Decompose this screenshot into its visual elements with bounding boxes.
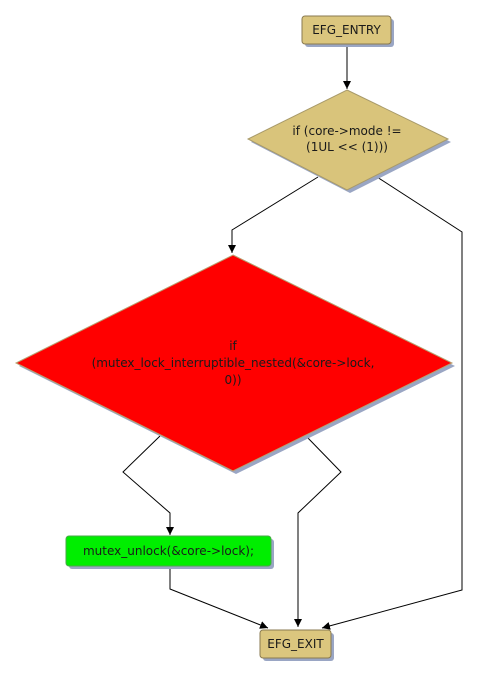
entry-node: EFG_ENTRY bbox=[301, 15, 394, 47]
mode-check-diamond bbox=[246, 89, 450, 191]
unlock-node-label: mutex_unlock(&core->lock); bbox=[83, 544, 254, 558]
lock-check-label-line-1: if bbox=[229, 339, 237, 353]
unlock-node-box bbox=[65, 535, 272, 567]
exit-node-box bbox=[259, 629, 332, 659]
edge-mode-check-to-exit bbox=[321, 176, 463, 630]
mode-check-label-line-2: (1UL << (1))) bbox=[306, 140, 388, 154]
lock-check-node: if (mutex_lock_interruptible_nested(&cor… bbox=[14, 254, 455, 474]
exit-node: EFG_EXIT bbox=[259, 629, 334, 661]
entry-node-label: EFG_ENTRY bbox=[312, 23, 381, 37]
lock-check-label-line-3: 0)) bbox=[225, 373, 242, 387]
lock-check-diamond bbox=[14, 254, 454, 472]
edge-lock-check-to-unlock bbox=[122, 435, 174, 535]
edges bbox=[122, 45, 463, 630]
edge-lock-check-to-exit bbox=[294, 435, 342, 627]
entry-node-box bbox=[301, 15, 392, 45]
mode-check-node: if (core->mode != (1UL << (1))) bbox=[246, 89, 451, 193]
exit-node-label: EFG_EXIT bbox=[267, 637, 324, 651]
edge-unlock-to-exit bbox=[169, 566, 269, 629]
lock-check-label-line-2: (mutex_lock_interruptible_nested(&core->… bbox=[92, 356, 375, 370]
mode-check-label-line-1: if (core->mode != bbox=[292, 124, 401, 138]
edge-mode-check-to-lock-check bbox=[228, 176, 319, 253]
unlock-node: mutex_unlock(&core->lock); bbox=[65, 535, 274, 569]
